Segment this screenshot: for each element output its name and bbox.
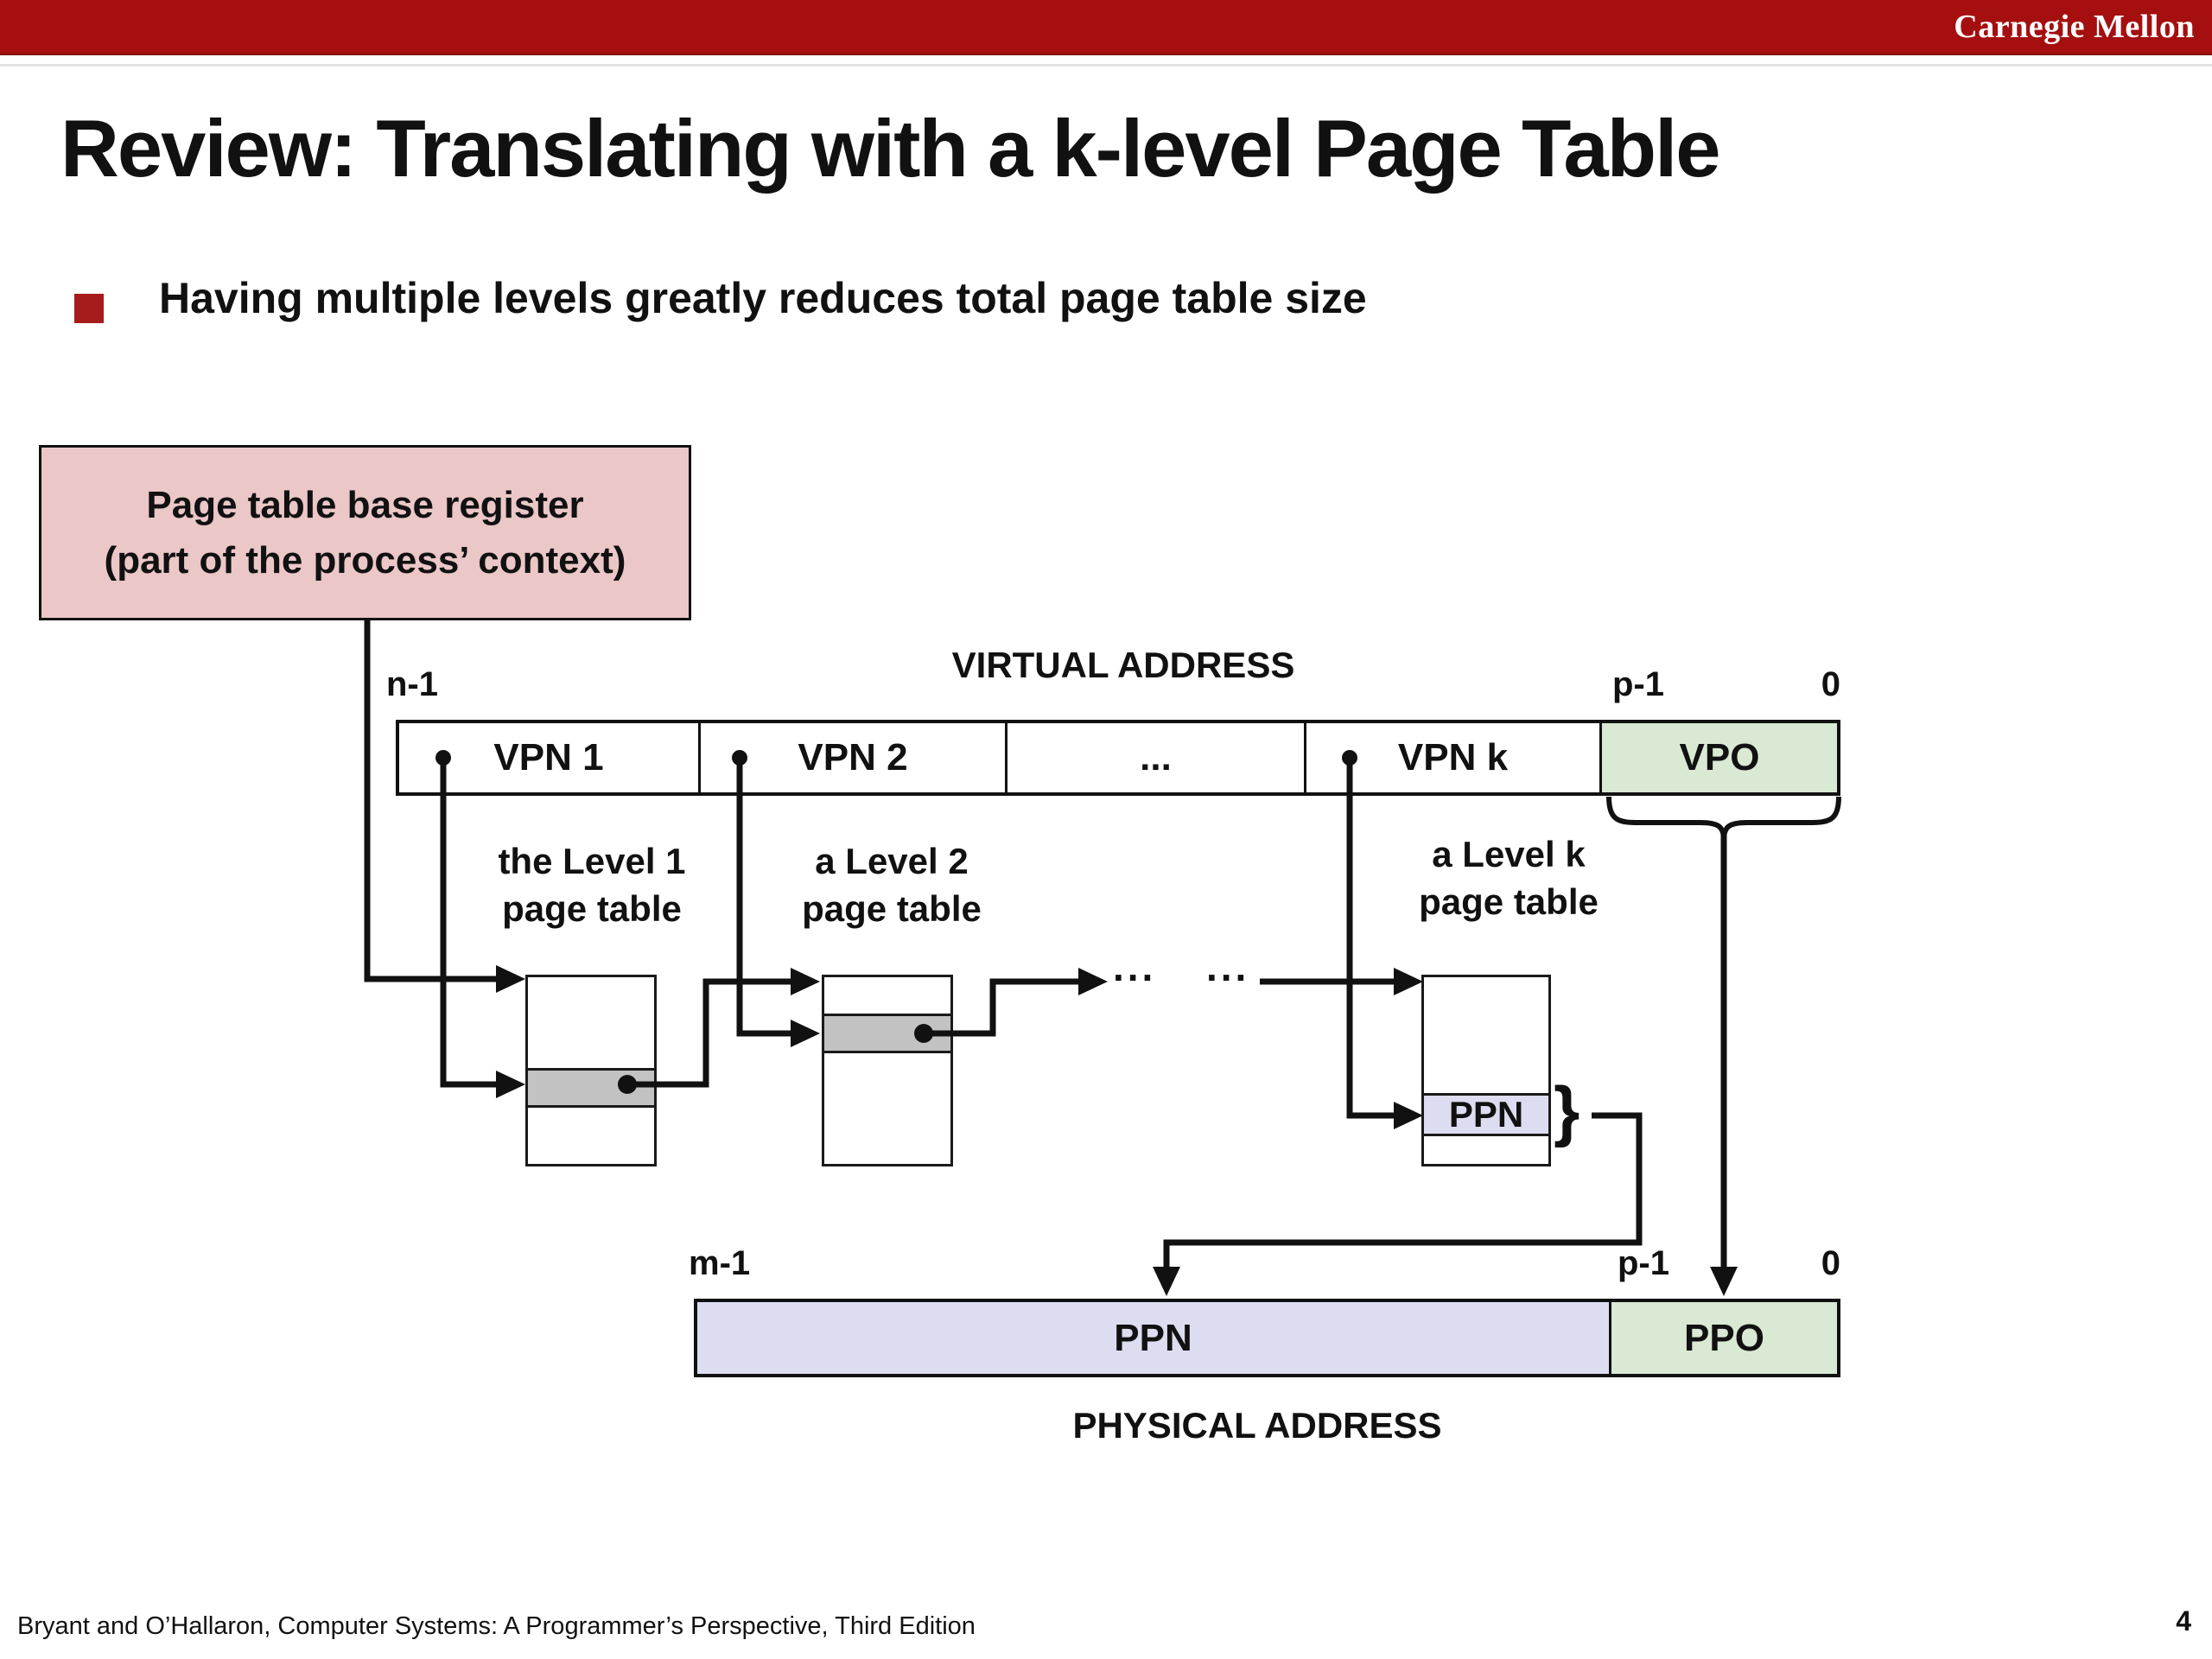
- connector-lines: [364, 618, 1727, 1267]
- footer-citation: Bryant and O’Hallaron, Computer Systems:…: [17, 1612, 976, 1640]
- ellipsis-right: ...: [1206, 944, 1250, 989]
- arrowhead-dots: [1078, 968, 1108, 995]
- level2-pte-entry: [824, 1014, 950, 1053]
- arrowhead-levelk-base: [1394, 968, 1423, 995]
- level1-page-table: [525, 975, 657, 1166]
- levelk-page-table: PPN: [1421, 975, 1551, 1166]
- arrowhead-ppo-down: [1710, 1267, 1738, 1296]
- virtual-address-bar: VPN 1 VPN 2 ... VPN k VPO: [396, 720, 1840, 796]
- level2-label-line2: page table: [802, 887, 982, 929]
- level2-page-table: [822, 975, 953, 1166]
- pa-bit-high: m-1: [689, 1244, 751, 1282]
- ppn-brace: }: [1554, 1072, 1580, 1148]
- va-segment-ellipsis: ...: [1007, 723, 1306, 792]
- pa-segment-ppo: PPO: [1611, 1302, 1837, 1374]
- levelk-ppn-entry: PPN: [1424, 1093, 1548, 1136]
- va-segment-vpn1: VPN 1: [399, 723, 701, 792]
- ptbr-box: Page table base register (part of the pr…: [39, 445, 691, 620]
- page-title: Review: Translating with a k-level Page …: [60, 103, 1720, 194]
- va-bit-p: p-1: [1612, 665, 1664, 703]
- header-bar: Carnegie Mellon: [0, 0, 2212, 55]
- arrowhead-vpnk: [1394, 1102, 1423, 1129]
- ellipsis-left: ...: [1113, 944, 1157, 989]
- va-segment-vpn2: VPN 2: [701, 723, 1007, 792]
- level1-label-line2: page table: [502, 887, 682, 929]
- level2-label-line1: a Level 2: [815, 841, 969, 881]
- vpo-underbrace: [1606, 796, 1841, 841]
- bullet-marker: [74, 294, 104, 323]
- pa-bit-low: 0: [1821, 1244, 1840, 1282]
- pa-bit-p: p-1: [1618, 1244, 1669, 1282]
- arrowhead-vpn2: [791, 1020, 820, 1047]
- virtual-address-title: VIRTUAL ADDRESS: [951, 645, 1295, 685]
- va-segment-vpnk: VPN k: [1306, 723, 1602, 792]
- arrowhead-ppn-down: [1153, 1267, 1180, 1296]
- arrowhead-ptbr: [496, 965, 525, 993]
- ptbr-line1: Page table base register: [146, 483, 584, 526]
- arrowheads: [496, 965, 1738, 1296]
- level2-table-label: a Level 2 page table: [771, 838, 1013, 932]
- level1-table-label: the Level 1 page table: [471, 838, 713, 932]
- physical-address-bar: PPN PPO: [694, 1299, 1840, 1377]
- bullet-text: Having multiple levels greatly reduces t…: [159, 274, 1367, 322]
- levelk-table-label: a Level k page table: [1388, 831, 1630, 925]
- physical-address-title: PHYSICAL ADDRESS: [1072, 1405, 1442, 1446]
- arrowhead-vpn1: [496, 1071, 525, 1098]
- ptbr-line2: (part of the process’ context): [104, 538, 626, 582]
- vpnk-to-entry-line: [1346, 758, 1394, 1119]
- va-bit-high: n-1: [386, 665, 438, 703]
- pa-segment-ppn: PPN: [697, 1302, 1611, 1374]
- page-number: 4: [2176, 1605, 2191, 1637]
- va-bit-low: 0: [1821, 665, 1840, 703]
- brand-wordmark: Carnegie Mellon: [1954, 9, 2195, 45]
- level1-pte-entry: [528, 1068, 654, 1108]
- levelk-label-line1: a Level k: [1432, 834, 1586, 874]
- va-segment-vpo: VPO: [1602, 723, 1837, 792]
- header-divider: [0, 64, 2212, 67]
- arrowhead-level2-base: [791, 968, 820, 995]
- level1-label-line1: the Level 1: [498, 841, 686, 881]
- levelk-label-line2: page table: [1419, 880, 1599, 922]
